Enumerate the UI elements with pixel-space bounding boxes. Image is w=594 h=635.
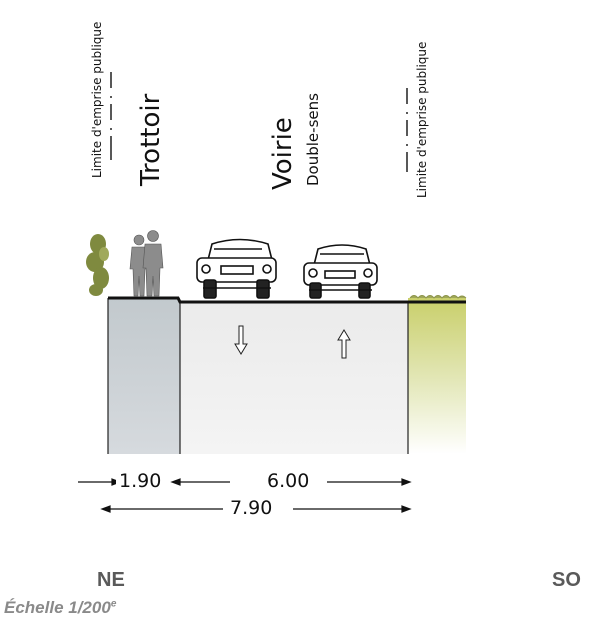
voirie-width-value: 6.00 bbox=[264, 470, 313, 492]
orientation-right: SO bbox=[552, 569, 581, 591]
dimension-line-voirie bbox=[170, 478, 412, 486]
dimension-line-total bbox=[100, 505, 412, 513]
scale-label: Échelle 1/200e bbox=[4, 598, 117, 617]
dimension-line-trottoir bbox=[78, 478, 122, 486]
car-icon-left bbox=[196, 238, 277, 299]
pedestrians-icon bbox=[129, 230, 164, 297]
trottoir-width-value: 1.90 bbox=[116, 470, 165, 492]
car-icon-right bbox=[303, 244, 378, 299]
road-block bbox=[180, 302, 408, 454]
orientation-left: NE bbox=[97, 569, 125, 591]
shrub-icon bbox=[86, 234, 109, 296]
verge-block bbox=[408, 298, 466, 454]
lane-arrow-up-icon bbox=[337, 329, 351, 359]
lane-arrow-down-icon bbox=[234, 325, 248, 355]
sidewalk-block bbox=[108, 298, 180, 454]
total-width-value: 7.90 bbox=[227, 497, 276, 519]
ground-surface-line bbox=[108, 296, 466, 304]
